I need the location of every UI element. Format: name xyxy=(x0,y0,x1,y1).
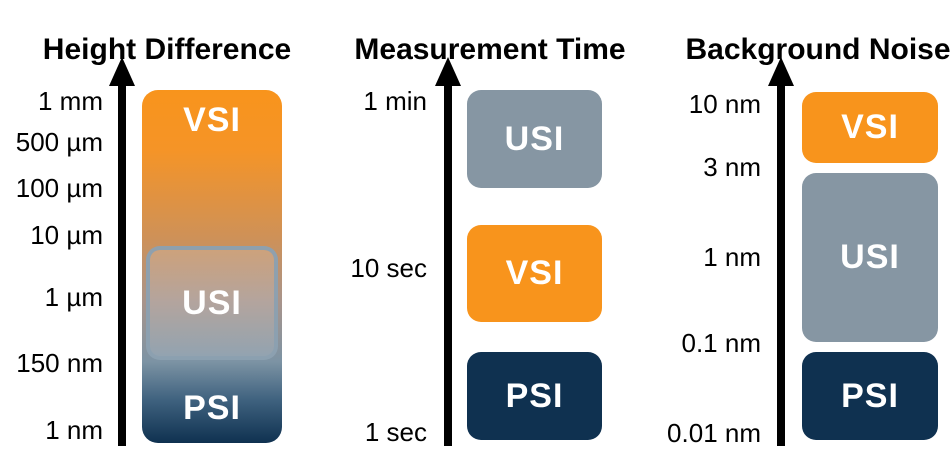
psi-label: PSI xyxy=(841,376,899,415)
tick-label: 1 mm xyxy=(38,86,103,116)
usi-overlay-box: USI xyxy=(146,246,278,360)
axis-line xyxy=(777,84,785,446)
tick-label: 500 µm xyxy=(15,127,103,157)
chart-title: Height Difference xyxy=(42,32,292,66)
axis-line xyxy=(444,84,452,446)
usi-label: USI xyxy=(182,283,242,322)
tick-label: 100 µm xyxy=(15,173,103,203)
vsi-label: VSI xyxy=(183,101,241,139)
vsi-label: VSI xyxy=(505,254,564,292)
axis-arrow-up-icon xyxy=(109,57,135,86)
chart-title: Measurement Time xyxy=(354,32,626,66)
tick-label: 10 nm xyxy=(688,89,761,119)
tick-label: 1 nm xyxy=(45,415,103,445)
tick-label: 0.1 nm xyxy=(681,328,762,358)
tick-label: 0.01 nm xyxy=(667,418,761,448)
usi-label: USI xyxy=(504,119,565,158)
tick-label: 3 nm xyxy=(703,152,761,182)
vsi-label: VSI xyxy=(841,108,899,146)
psi-box: PSI xyxy=(467,352,602,440)
vsi-box: VSI xyxy=(467,225,602,322)
height-range-gradient-bar xyxy=(142,90,282,443)
panel-background-noise: Background Noise 10 nm 3 nm 1 nm 0.1 nm … xyxy=(630,0,950,475)
psi-label: PSI xyxy=(183,389,241,427)
usi-label: USI xyxy=(840,238,900,276)
chart-title: Background Noise xyxy=(685,32,950,66)
tick-label: 1 min xyxy=(363,86,427,116)
tick-label: 10 µm xyxy=(30,220,103,250)
psi-box: PSI xyxy=(802,352,938,440)
tick-label: 1 sec xyxy=(364,417,427,447)
axis-arrow-up-icon xyxy=(768,57,794,86)
usi-box: USI xyxy=(467,90,602,188)
panel-height-difference: Height Difference 1 mm 500 µm 100 µm 10 … xyxy=(0,0,300,475)
vsi-box: VSI xyxy=(802,92,938,163)
axis-arrow-up-icon xyxy=(435,57,461,86)
panel-measurement-time: Measurement Time 1 min 10 sec 1 sec USI … xyxy=(320,0,625,475)
usi-box: USI xyxy=(802,173,938,342)
tick-label: 10 sec xyxy=(350,253,427,283)
tick-label: 1 µm xyxy=(44,282,103,312)
tick-label: 150 nm xyxy=(16,348,103,378)
axis-line xyxy=(118,84,126,446)
psi-label: PSI xyxy=(505,376,564,415)
tick-label: 1 nm xyxy=(703,242,761,272)
